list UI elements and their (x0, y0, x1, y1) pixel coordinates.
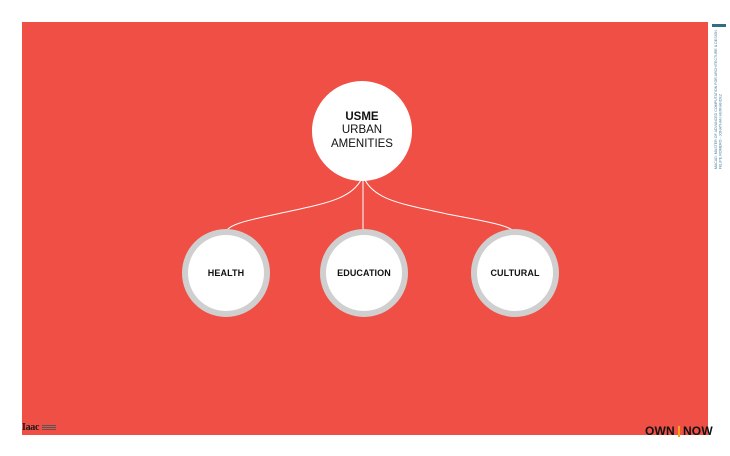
child-node-inner: EDUCATION (326, 235, 402, 311)
connector-lines (225, 177, 515, 233)
connector-health (225, 177, 363, 233)
root-title: USME (345, 110, 379, 123)
root-subtitle-line2: AMENITIES (331, 137, 393, 150)
own-now-logo-divider (677, 425, 680, 437)
child-node-label: HEALTH (207, 268, 245, 278)
root-node: USME URBAN AMENITIES (312, 81, 412, 181)
side-credits: MACAD: MASTER OF ADVANCED COMPUTATION FO… (711, 24, 727, 204)
child-node-health: HEALTH (182, 229, 270, 317)
child-node-label: EDUCATION (337, 268, 391, 278)
child-node-label: CULTURAL (490, 268, 540, 278)
own-now-logo: OWN NOW (645, 424, 713, 438)
root-subtitle-line1: URBAN (341, 124, 383, 137)
side-accent-bar (712, 24, 726, 27)
side-credits-text: MACAD: MASTER OF ADVANCED COMPUTATION FO… (714, 30, 723, 169)
diagram-canvas: USME URBAN AMENITIES HEALTH EDUCATION CU… (22, 22, 708, 435)
child-node-education: EDUCATION (320, 229, 408, 317)
iaac-logo-mark: Iaac (22, 422, 40, 433)
iaac-logo-lines (42, 424, 57, 431)
own-now-logo-left: OWN (645, 424, 675, 438)
iaac-logo: Iaac (22, 422, 57, 433)
connector-cultural (363, 177, 515, 233)
child-node-inner: HEALTH (188, 235, 264, 311)
own-now-logo-right: NOW (682, 424, 713, 438)
side-credit-line: FELIPE ROMERO - JONATHAN HERNANDEZ (719, 93, 723, 170)
child-node-cultural: CULTURAL (471, 229, 559, 317)
child-node-inner: CULTURAL (477, 235, 553, 311)
